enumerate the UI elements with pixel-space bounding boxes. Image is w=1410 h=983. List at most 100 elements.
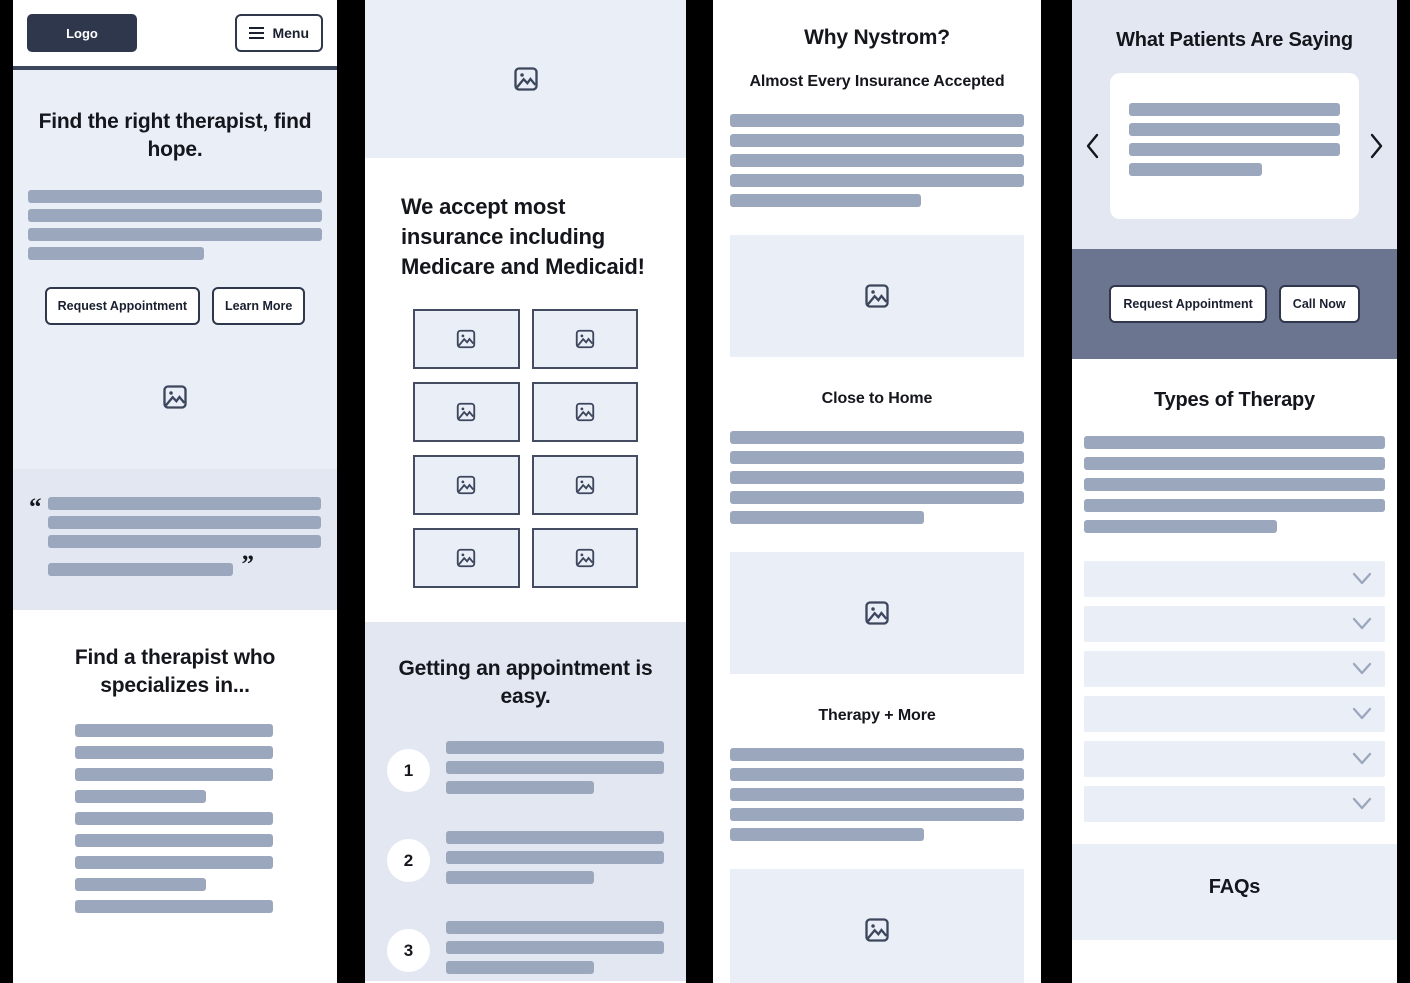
testimonial-card[interactable] <box>1110 72 1359 219</box>
skeleton-bar <box>730 470 1024 484</box>
accordion-row[interactable] <box>1084 560 1385 597</box>
image-placeholder-icon <box>865 601 889 625</box>
benefit-image-placeholder <box>730 551 1024 674</box>
benefit-heading: Almost Every Insurance Accepted <box>749 73 1005 91</box>
step-skeleton <box>446 920 664 981</box>
chevron-down-icon <box>1352 797 1372 810</box>
request-appointment-button[interactable]: Request Appointment <box>44 287 200 326</box>
skeleton-bar <box>446 780 595 794</box>
skeleton-bar <box>730 133 1024 147</box>
skeleton-bar <box>75 899 273 913</box>
hero-image-placeholder <box>13 325 337 470</box>
skeleton-bar <box>730 747 1024 761</box>
chevron-down-icon <box>1352 662 1372 675</box>
therapy-accordion-list <box>1084 560 1385 822</box>
skeleton-bar <box>446 920 664 934</box>
image-placeholder-icon <box>575 329 594 348</box>
specialties-section: Find a therapist who specializes in... <box>13 609 337 913</box>
skeleton-bar <box>75 877 206 891</box>
testimonial-carousel <box>1082 72 1387 219</box>
benefit-block: Almost Every Insurance Accepted <box>730 72 1024 357</box>
steps-heading: Getting an appointment is easy. <box>398 656 653 708</box>
logo-tile[interactable] <box>531 454 638 515</box>
specialties-heading: Find a therapist who specializes in... <box>74 645 276 697</box>
skeleton-bar <box>730 113 1024 127</box>
accordion-row[interactable] <box>1084 785 1385 822</box>
logo-tile[interactable] <box>413 381 520 442</box>
skeleton-bar <box>28 228 322 242</box>
accordion-row[interactable] <box>1084 695 1385 732</box>
accordion-row[interactable] <box>1084 605 1385 642</box>
skeleton-bar <box>1129 122 1340 136</box>
skeleton-bar <box>730 430 1024 444</box>
appointment-steps-section: Getting an appointment is easy. 1 2 <box>365 621 686 981</box>
carousel-prev-button[interactable] <box>1082 129 1104 163</box>
skeleton-bar <box>730 767 1024 781</box>
chevron-left-icon <box>1086 133 1099 158</box>
step-number: 1 <box>387 749 430 793</box>
skeleton-bar <box>75 745 273 759</box>
hamburger-icon <box>249 27 265 39</box>
skeleton-bar <box>446 870 595 884</box>
cta-band: Request Appointment Call Now <box>1072 248 1397 359</box>
benefit-block: Therapy + More <box>730 706 1024 983</box>
image-placeholder-icon <box>457 548 476 567</box>
logo-tile[interactable] <box>531 527 638 588</box>
logo-tile[interactable] <box>531 308 638 369</box>
logo[interactable]: Logo <box>27 14 137 52</box>
menu-button[interactable]: Menu <box>235 14 323 52</box>
chevron-down-icon <box>1352 752 1372 765</box>
chevron-down-icon <box>1352 707 1372 720</box>
image-placeholder-icon <box>575 475 594 494</box>
insurance-heading: We accept most insurance including Medic… <box>401 194 645 279</box>
call-now-button[interactable]: Call Now <box>1278 284 1360 323</box>
skeleton-bar <box>1084 456 1385 470</box>
accordion-row[interactable] <box>1084 650 1385 687</box>
logo-tile[interactable] <box>413 454 520 515</box>
learn-more-button[interactable]: Learn More <box>212 287 306 326</box>
chevron-right-icon <box>1370 133 1383 158</box>
image-placeholder-icon <box>575 548 594 567</box>
skeleton-bar <box>47 516 321 530</box>
types-skeleton <box>1084 435 1385 533</box>
skeleton-bar <box>75 833 273 847</box>
skeleton-bar <box>730 807 1024 821</box>
image-placeholder-icon <box>513 67 538 91</box>
types-of-therapy-section: Types of Therapy <box>1072 358 1397 822</box>
benefit-skeleton <box>730 747 1024 841</box>
skeleton-bar <box>28 209 322 223</box>
skeleton-bar <box>1084 498 1385 512</box>
skeleton-bar <box>730 787 1024 801</box>
image-placeholder-icon <box>457 402 476 421</box>
skeleton-bar <box>730 450 1024 464</box>
skeleton-bar <box>730 193 922 207</box>
skeleton-bar <box>730 827 925 841</box>
image-placeholder-icon <box>865 284 889 308</box>
request-appointment-button[interactable]: Request Appointment <box>1109 284 1267 323</box>
accordion-row[interactable] <box>1084 740 1385 777</box>
step-skeleton <box>446 740 664 801</box>
wireframe-panel-1: Logo Menu Find the right therapist, find… <box>13 0 337 983</box>
skeleton-bar <box>730 510 925 524</box>
benefit-image-placeholder <box>730 868 1024 983</box>
insurance-copy-section: We accept most insurance including Medic… <box>365 158 686 282</box>
wireframe-panel-2: We accept most insurance including Medic… <box>365 0 686 983</box>
skeleton-bar <box>75 723 273 737</box>
skeleton-bar <box>446 760 664 774</box>
skeleton-bar <box>47 497 321 511</box>
carousel-next-button[interactable] <box>1365 129 1387 163</box>
step-skeleton <box>446 830 664 891</box>
skeleton-bar <box>446 960 595 974</box>
benefit-skeleton <box>730 430 1024 524</box>
specialties-skeleton-list <box>27 723 323 913</box>
chevron-down-icon <box>1352 617 1372 630</box>
chevron-down-icon <box>1352 572 1372 585</box>
step-number: 2 <box>387 839 430 883</box>
logo-tile[interactable] <box>413 527 520 588</box>
wireframe-panel-4: What Patients Are Saying Request Appoint… <box>1072 0 1397 983</box>
logo-tile[interactable] <box>531 381 638 442</box>
wireframe-panel-3: Why Nystrom? Almost Every Insurance Acce… <box>713 0 1041 983</box>
menu-button-label: Menu <box>272 25 309 41</box>
insurance-logo-grid <box>365 281 686 622</box>
logo-tile[interactable] <box>413 308 520 369</box>
